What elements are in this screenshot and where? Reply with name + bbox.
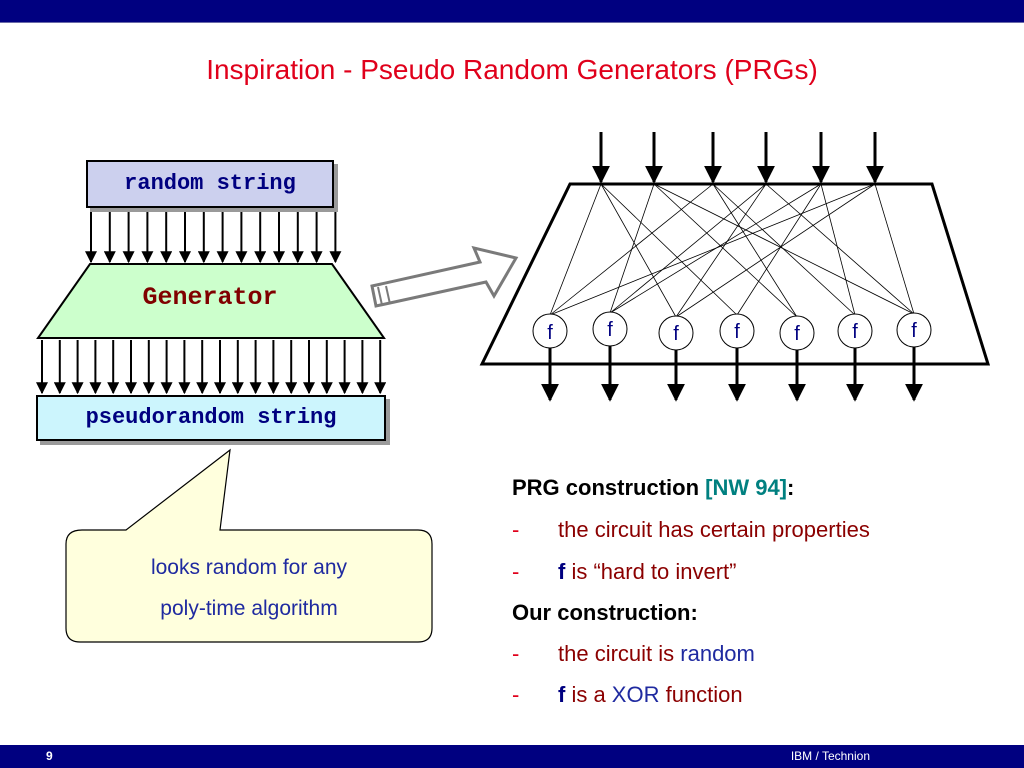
pseudorandom-string-box: pseudorandom string <box>36 395 386 441</box>
circuit-wire <box>874 183 915 315</box>
circuit-wire <box>609 183 655 314</box>
our-heading: Our construction: <box>512 600 698 625</box>
f-node-label: f <box>734 321 740 343</box>
citation: [NW 94] <box>705 475 788 500</box>
callout-text: looks random for any poly-time algorithm <box>80 547 418 629</box>
circuit-output-arrows <box>541 346 923 402</box>
f-node-label: f <box>911 320 917 342</box>
circuit-wire <box>712 183 798 318</box>
hollow-arrow-tick <box>377 286 383 306</box>
circuit-input-arrows <box>592 132 884 184</box>
slide-title: Inspiration - Pseudo Random Generators (… <box>206 54 818 85</box>
footer-bar: 9 IBM / Technion <box>0 745 1024 768</box>
hollow-arrow <box>370 245 519 308</box>
f-node-label: f <box>794 323 800 345</box>
circuit-wire <box>765 183 915 315</box>
circuit-wire <box>600 183 677 318</box>
random-string-box: random string <box>86 160 334 208</box>
top-bar-rule <box>0 22 1024 23</box>
circuit-wire <box>820 183 856 316</box>
generator-label: Generator <box>142 283 278 312</box>
callout-line: looks random for any <box>150 556 348 579</box>
f-node-label: f <box>673 323 679 345</box>
top-bar <box>0 0 1024 22</box>
circuit-wire <box>712 183 856 316</box>
circuit-wire <box>549 183 714 316</box>
circuit-wire <box>549 183 602 316</box>
circuit-wire <box>609 183 822 314</box>
circuit-wire <box>675 183 767 318</box>
page-number: 9 <box>46 749 53 763</box>
circuit-wire <box>549 183 876 316</box>
hollow-arrow-tick <box>385 285 391 305</box>
generator-shape <box>36 263 386 339</box>
f-node-label: f <box>607 319 613 341</box>
f-node-label: f <box>547 322 553 344</box>
callout-shape <box>65 448 433 643</box>
f-node-label: f <box>852 321 858 343</box>
input-arrows <box>85 208 342 264</box>
circuit-wire <box>653 183 915 315</box>
footer-org: IBM / Technion <box>790 749 870 763</box>
prg-heading: PRG construction [NW 94]: <box>512 475 795 500</box>
callout-line: poly-time algorithm <box>160 597 338 620</box>
circuit-wire <box>653 183 798 318</box>
f-nodes <box>532 311 932 351</box>
circuit-wire <box>609 183 767 314</box>
output-arrows <box>36 340 387 395</box>
circuit-wire <box>675 183 876 318</box>
circuit-wire <box>736 183 822 316</box>
circuit-wire <box>600 183 738 316</box>
circuit-wires <box>549 183 915 318</box>
